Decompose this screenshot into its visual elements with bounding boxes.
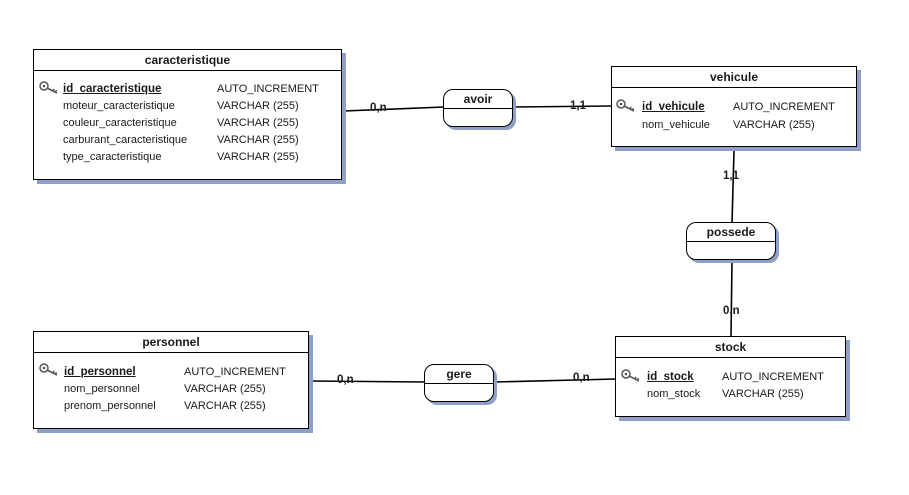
cardinality-label: 1,1 — [570, 100, 586, 112]
link-caracteristique-avoir — [343, 106, 445, 112]
link-vehicule-possede — [731, 150, 735, 224]
cardinality-label: 0,n — [370, 102, 387, 114]
association-divider — [444, 108, 512, 109]
attribute-type: VARCHAR (255) — [217, 151, 299, 163]
attribute-type: VARCHAR (255) — [722, 388, 804, 400]
attribute-name: prenom_personnel — [64, 400, 156, 412]
association-possede[interactable]: possede — [686, 222, 776, 260]
link-gere-stock — [493, 378, 617, 383]
cardinality-label: 0,n — [337, 374, 354, 386]
association-gere[interactable]: gere — [424, 364, 494, 402]
attribute-type: AUTO_INCREMENT — [184, 366, 286, 378]
association-name: possede — [706, 225, 756, 239]
entity-title: personnel — [34, 332, 308, 353]
attribute-name: moteur_caracteristique — [63, 100, 175, 112]
link-possede-stock — [730, 259, 733, 338]
association-avoir[interactable]: avoir — [443, 89, 513, 127]
attribute-name: id_caracteristique — [63, 83, 162, 95]
attribute-name: type_caracteristique — [63, 151, 162, 163]
entity-title: stock — [616, 337, 845, 358]
attribute-type: VARCHAR (255) — [184, 400, 266, 412]
attribute-name: couleur_caracteristique — [63, 117, 177, 129]
attribute-name: id_personnel — [64, 366, 136, 378]
entity-vehicule[interactable]: vehicule id_vehicule AUTO_INCREMENT nom_… — [611, 66, 857, 147]
link-avoir-vehicule — [512, 105, 613, 108]
entity-personnel[interactable]: personnel id_personnel AUTO_INCREMENT no… — [33, 331, 309, 429]
key-icon — [621, 368, 643, 384]
cardinality-label: 1,1 — [723, 170, 739, 182]
attribute-name: carburant_caracteristique — [63, 134, 188, 146]
attribute-name: nom_stock — [647, 388, 701, 400]
attribute-type: VARCHAR (255) — [217, 100, 299, 112]
association-name: gere — [446, 367, 472, 381]
link-personnel-gere — [310, 380, 426, 383]
attribute-type: AUTO_INCREMENT — [217, 83, 319, 95]
association-divider — [687, 241, 775, 242]
entity-caracteristique[interactable]: caracteristique id_caracteristique AUTO_… — [33, 49, 342, 180]
attribute-name: id_stock — [647, 371, 694, 383]
association-name: avoir — [463, 92, 493, 106]
attribute-type: AUTO_INCREMENT — [722, 371, 824, 383]
cardinality-label: 0,n — [573, 372, 590, 384]
attribute-type: VARCHAR (255) — [184, 383, 266, 395]
entity-title: vehicule — [612, 67, 856, 88]
key-icon — [39, 80, 61, 96]
attribute-name: id_vehicule — [642, 101, 705, 113]
attribute-type: VARCHAR (255) — [217, 117, 299, 129]
entity-title: caracteristique — [34, 50, 341, 71]
key-icon — [39, 362, 61, 378]
key-icon — [616, 98, 638, 114]
attribute-name: nom_vehicule — [642, 119, 710, 131]
attribute-type: VARCHAR (255) — [733, 119, 815, 131]
attribute-type: AUTO_INCREMENT — [733, 101, 835, 113]
association-divider — [425, 383, 493, 384]
attribute-name: nom_personnel — [64, 383, 140, 395]
cardinality-label: 0,n — [723, 305, 740, 317]
entity-stock[interactable]: stock id_stock AUTO_INCREMENT nom_stock … — [615, 336, 846, 417]
attribute-type: VARCHAR (255) — [217, 134, 299, 146]
